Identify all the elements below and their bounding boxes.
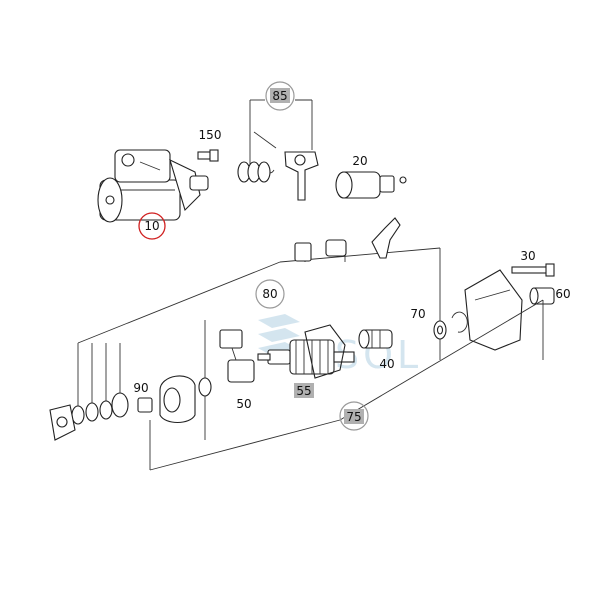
washer-stack (71, 392, 129, 425)
snap-ring (451, 311, 468, 333)
label-30: 30 (520, 249, 535, 263)
part-75-bracket (149, 299, 544, 471)
callout-75-shading (344, 409, 364, 424)
part-55-armature (257, 339, 355, 375)
part-85-spring (237, 161, 275, 183)
label-85: 85 (272, 89, 287, 103)
callout-85-shading (270, 88, 290, 103)
callout-80-circle (255, 279, 285, 309)
part-90-bushing (137, 397, 153, 413)
label-50: 50 (236, 397, 251, 411)
callout-85-circle (265, 81, 295, 111)
part-85-bracket (249, 99, 313, 170)
part-30-through-bolt (511, 263, 555, 277)
label-75: 75 (346, 410, 361, 424)
part-50-brush-holder (219, 329, 255, 383)
shift-fork (371, 217, 401, 259)
part-60-bushing (529, 287, 555, 305)
label-150: 150 (199, 128, 222, 142)
label-70: 70 (410, 307, 425, 321)
part-40-pinion (358, 329, 393, 349)
label-20: 20 (352, 154, 367, 168)
part-150-bolt (197, 149, 219, 162)
label-55: 55 (296, 384, 311, 398)
field-housing (304, 324, 346, 379)
label-10: 10 (144, 219, 159, 233)
part-10-starter-motor (97, 149, 209, 223)
brush-holder-parts (294, 239, 347, 262)
drive-end-housing (464, 269, 523, 351)
end-cap-plate (49, 404, 76, 441)
label-60: 60 (555, 287, 570, 301)
label-80: 80 (262, 287, 277, 301)
part-85-lever-fork (284, 151, 319, 201)
callout-75-circle (339, 401, 369, 431)
part-70-washer (433, 320, 447, 340)
o-ring (198, 377, 212, 397)
end-cover (159, 375, 196, 424)
callout-10-circle (138, 212, 166, 240)
label-90: 90 (133, 381, 148, 395)
part-20-solenoid (335, 171, 407, 199)
part-85-pin (253, 131, 277, 149)
callout-55-shading (294, 383, 314, 398)
label-40: 40 (379, 357, 394, 371)
